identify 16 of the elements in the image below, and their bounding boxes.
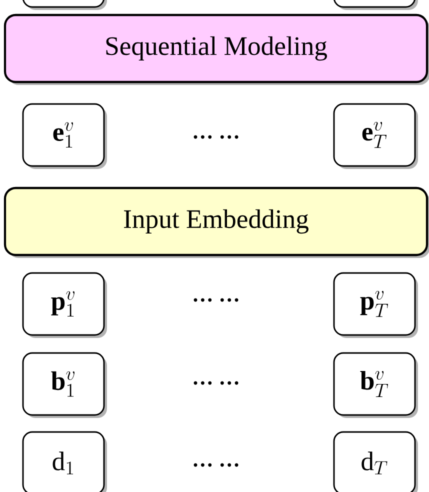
token-box: $\mathbf{e}_T^{v}$ [333, 103, 418, 169]
token-box: $\mathrm{d}_1$ [22, 431, 107, 492]
token-box [22, 0, 107, 10]
token-box: $\mathbf{b}_T^{v}$ [333, 352, 418, 418]
layer-box: Sequential Modeling [4, 14, 429, 85]
token-box: $\mathbf{p}_T^{v}$ [333, 272, 418, 338]
ellipsis: … … [194, 463, 238, 467]
token-box: $\mathbf{p}_1^{v}$ [22, 272, 107, 338]
layer-box: Input Embedding [4, 186, 429, 258]
ellipsis: … … [194, 298, 238, 302]
token-box: $\mathbf{e}_1^{v}$ [22, 103, 107, 169]
ellipsis: … … [194, 135, 238, 139]
ellipsis: … … [194, 381, 238, 385]
token-box: $\mathbf{b}_1^{v}$ [22, 352, 107, 418]
token-box [333, 0, 418, 10]
token-box: $\mathrm{d}_T$ [333, 431, 418, 492]
